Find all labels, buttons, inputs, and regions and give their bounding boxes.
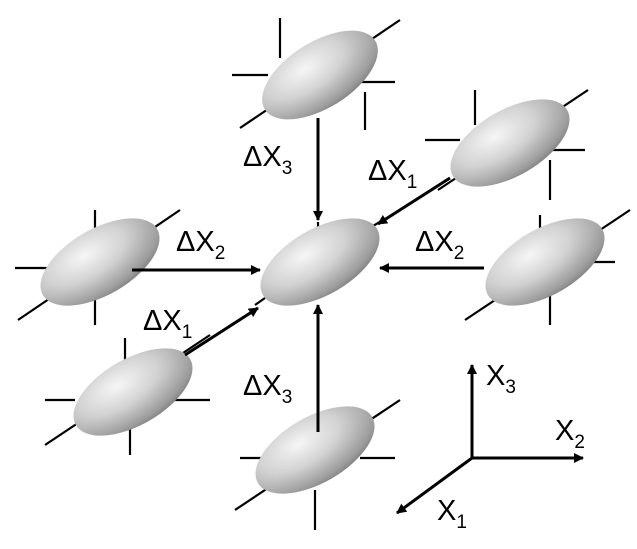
displacement-arrows xyxy=(132,118,484,432)
label-dx1-lower: ΔX1 xyxy=(143,305,192,343)
label-dx3-lower: ΔX3 xyxy=(243,370,292,408)
label-dx1-upper: ΔX1 xyxy=(368,155,417,193)
label-dx2-left: ΔX2 xyxy=(176,226,225,264)
axis-label-x2: X2 xyxy=(555,415,585,453)
ellipsoid-right xyxy=(464,209,631,325)
ellipsoid-center xyxy=(254,218,384,306)
axis-label-x3: X3 xyxy=(486,360,516,398)
arrow-dx1-lower xyxy=(184,306,259,357)
label-dx2-right: ΔX2 xyxy=(415,226,464,264)
displacement-labels: ΔX3 ΔX1 ΔX2 ΔX2 ΔX1 ΔX3 xyxy=(143,141,464,408)
label-dx3-upper: ΔX3 xyxy=(243,141,292,179)
coordinate-axes: X3 X2 X1 xyxy=(396,360,585,533)
ellipsoid-lower-left xyxy=(44,334,211,455)
axis-label-x1: X1 xyxy=(437,495,467,533)
ellipsoid-bottom xyxy=(234,399,401,530)
axis-x1 xyxy=(396,456,473,515)
arrow-dx1-upper xyxy=(377,176,451,226)
ellipsoid-upper-right xyxy=(425,89,589,200)
ellipsoid-top xyxy=(232,18,401,130)
